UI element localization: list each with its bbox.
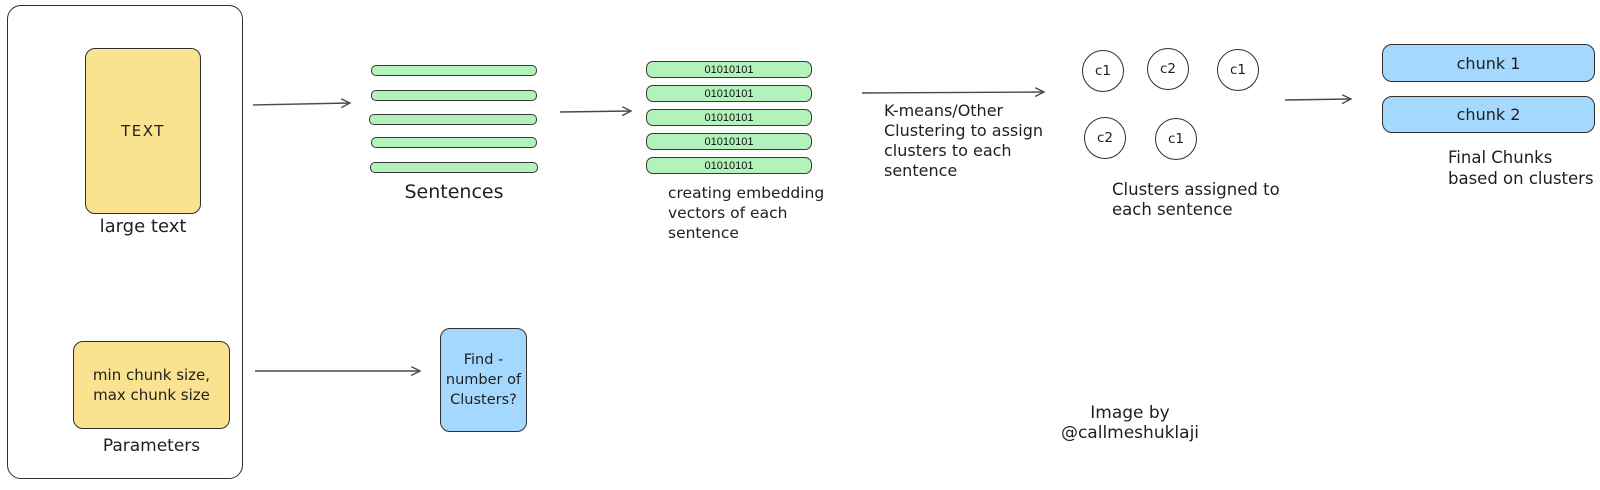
parameters-line-1: min chunk size, (92, 366, 211, 384)
cluster-label: c1 (1167, 131, 1184, 147)
image-credit: Image by @callmeshuklaji (1060, 403, 1200, 443)
sentences-caption: Sentences (404, 181, 504, 203)
sentence-bar (369, 114, 537, 125)
embedding-bar-value: 01010101 (704, 159, 754, 172)
large-text-box-label: TEXT (121, 122, 165, 140)
chunk-label: chunk 2 (1456, 105, 1521, 124)
final-chunks-caption: Final Chunks based on clusters (1448, 147, 1594, 189)
sentence-bar (371, 65, 537, 76)
cluster-label: c2 (1096, 130, 1113, 146)
cluster-circle: c2 (1084, 117, 1126, 159)
clusters-caption: Clusters assigned to each sentence (1112, 180, 1280, 220)
embedding-caption: creating embedding vectors of each sente… (668, 183, 824, 243)
embedding-caption-line-1: creating embedding (668, 184, 825, 202)
parameters-box: min chunk size, max chunk size (73, 341, 230, 429)
embedding-bar-value: 01010101 (704, 111, 754, 124)
embedding-bar: 01010101 (646, 157, 812, 174)
embedding-bar-value: 01010101 (704, 135, 754, 148)
large-text-box: TEXT (85, 48, 201, 214)
embedding-bar: 01010101 (646, 109, 812, 126)
sentence-bar (371, 137, 537, 148)
chunk-box: chunk 2 (1382, 96, 1595, 133)
find-clusters-box: Find - number of Clusters? (440, 328, 527, 432)
sentence-bar (371, 90, 537, 101)
embedding-bar: 01010101 (646, 85, 812, 102)
cluster-label: c1 (1094, 63, 1111, 79)
kmeans-line-1: K-means/Other (884, 101, 1004, 120)
kmeans-line-4: sentence (884, 161, 958, 180)
final-chunks-caption-line-1: Final Chunks (1448, 148, 1553, 167)
kmeans-line-3: clusters to each (884, 141, 1012, 160)
input-panel: TEXT large text min chunk size, max chun… (7, 5, 243, 479)
find-clusters-line-3: Clusters? (450, 392, 517, 408)
arrow-text-to-sentences (252, 103, 350, 105)
chunk-box: chunk 1 (1382, 44, 1595, 82)
embedding-bar-value: 01010101 (704, 87, 754, 100)
embedding-bar-value: 01010101 (704, 63, 754, 76)
arrow-embeddings-to-clusters (861, 92, 1044, 93)
parameters-line-2: max chunk size (93, 386, 210, 404)
find-clusters-line-2: number of (445, 372, 522, 388)
cluster-circle: c1 (1082, 50, 1124, 92)
chunk-label: chunk 1 (1456, 53, 1521, 73)
cluster-label: c2 (1159, 61, 1176, 77)
final-chunks-caption-line-2: based on clusters (1448, 169, 1594, 188)
kmeans-line-2: Clustering to assign (884, 121, 1043, 140)
sentence-bar (370, 162, 538, 173)
arrow-sentences-to-embeddings (559, 111, 631, 112)
cluster-circle: c1 (1155, 118, 1197, 160)
cluster-circle: c2 (1147, 48, 1189, 90)
embedding-caption-line-3: sentence (668, 224, 739, 242)
embedding-bar: 01010101 (646, 133, 812, 150)
large-text-caption: large text (99, 216, 187, 237)
clusters-caption-line-2: each sentence (1112, 200, 1233, 219)
parameters-caption: Parameters (102, 436, 201, 456)
cluster-circle: c1 (1217, 49, 1259, 91)
cluster-label: c1 (1229, 62, 1246, 78)
embedding-bar: 01010101 (646, 61, 812, 78)
clusters-caption-line-1: Clusters assigned to (1112, 180, 1280, 199)
arrow-clusters-to-chunks (1284, 99, 1351, 100)
kmeans-annotation: K-means/Other Clustering to assign clust… (884, 101, 1043, 181)
find-clusters-line-1: Find - (463, 352, 504, 368)
embedding-caption-line-2: vectors of each (668, 204, 788, 222)
